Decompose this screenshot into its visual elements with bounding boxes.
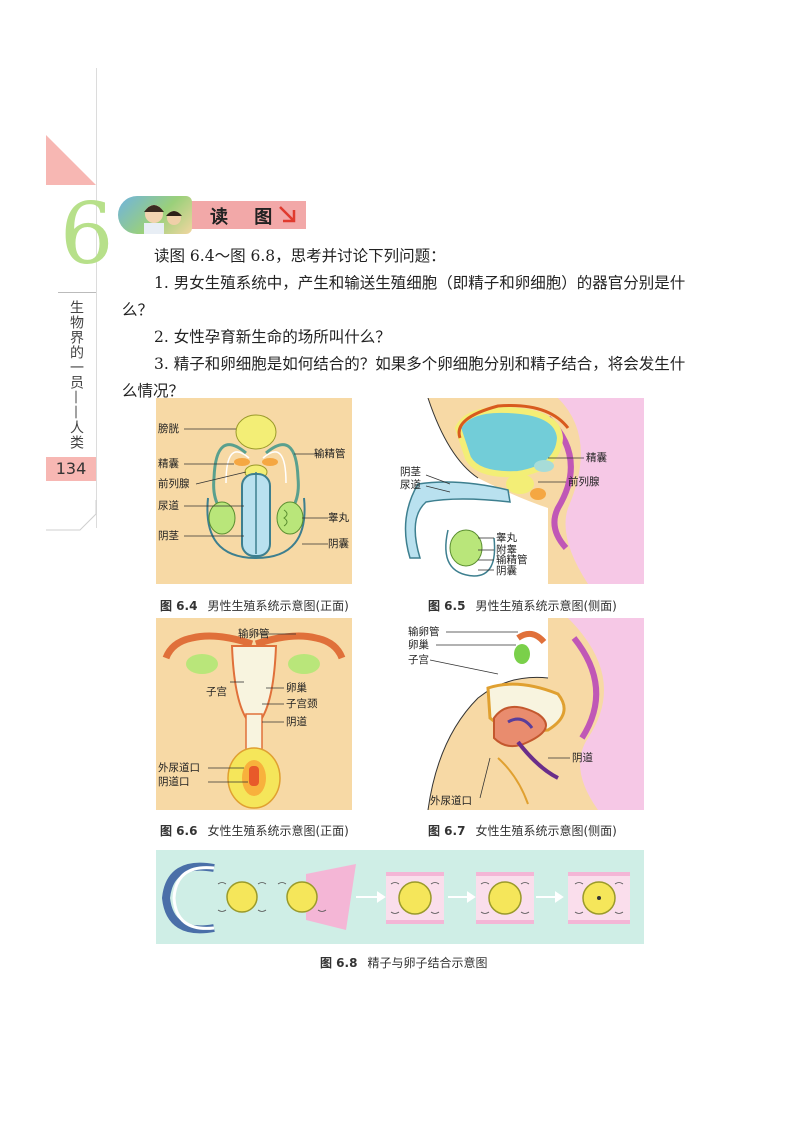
label-vagina: 阴道 [572,751,593,764]
label-penis: 阴茎 [400,466,421,478]
section-banner: 读 图 [118,196,308,234]
banner-photo [118,196,192,234]
label-penis: 阴茎 [158,530,179,542]
label-urethra: 尿道 [158,499,179,512]
corner-fold-decoration [46,500,97,531]
label-scrotum: 阴囊 [328,537,349,550]
chapter-title: 生物界的一员——人类 [68,300,84,450]
banner-title: 读 图 [210,207,283,228]
figure-6-8-fertilization [156,850,644,944]
label-oviduct: 输卵管 [408,625,440,638]
label-seminal-vesicle: 精囊 [158,457,179,470]
label-prostate: 前列腺 [568,475,600,488]
label-scrotum: 阴囊 [496,564,517,577]
label-urethra: 尿道 [400,478,421,491]
question-2: 2. 女性孕育新生命的场所叫什么？ [154,328,391,346]
label-vas-deferens: 输精管 [496,553,528,566]
label-cervix: 子宫颈 [286,697,318,710]
label-urethral-opening: 外尿道口 [430,794,472,807]
label-ovary: 卵巢 [286,681,307,694]
label-uterus: 子宫 [206,685,227,698]
chapter-number: 6 [60,185,114,283]
label-seminal-vesicle: 精囊 [586,451,607,464]
figure-6-6-female-front: 输卵管 子宫 卵巢 子宫颈 阴道 外尿道口 阴道口 [156,618,352,810]
intro-text: 读图 6.4～图 6.8，思考并讨论下列问题： [154,247,446,265]
label-oviduct: 输卵管 [238,627,270,640]
corner-triangle-decoration [46,135,96,185]
chapter-divider [58,292,96,293]
label-testis: 睾丸 [328,511,349,524]
figure-6-5-male-side: 阴茎 尿道 精囊 前列腺 睾丸 附睾 输精管 阴囊 [398,398,644,584]
margin-line [96,68,97,528]
question-1: 1. 男女生殖系统中，产生和输送生殖细胞（即精子和卵细胞）的器官分别是什么？ [122,274,686,319]
figure-6-7-female-side: 输卵管 卵巢 子宫 阴道 外尿道口 [398,618,644,810]
figure-6-4-male-front: 膀胱 精囊 前列腺 尿道 阴茎 输精管 睾丸 阴囊 [156,398,352,584]
label-ovary: 卵巢 [408,638,429,651]
arrow-down-right-icon [279,206,296,223]
page-number: 134 [46,457,96,481]
label-vagina: 阴道 [286,715,307,728]
question-3: 3. 精子和卵细胞是如何结合的？如果多个卵细胞分别和精子结合，将会发生什么情况？ [122,355,686,400]
label-vas-deferens: 输精管 [314,447,346,460]
label-prostate: 前列腺 [158,477,190,490]
label-bladder: 膀胱 [158,422,179,435]
question-block: 读图 6.4～图 6.8，思考并讨论下列问题： 1. 男女生殖系统中，产生和输送… [122,243,692,405]
label-urethral-opening: 外尿道口 [158,761,200,774]
label-uterus: 子宫 [408,653,429,666]
label-vaginal-opening: 阴道口 [158,775,190,788]
label-testis: 睾丸 [496,531,517,544]
label-epididymis: 附睾 [496,543,517,556]
